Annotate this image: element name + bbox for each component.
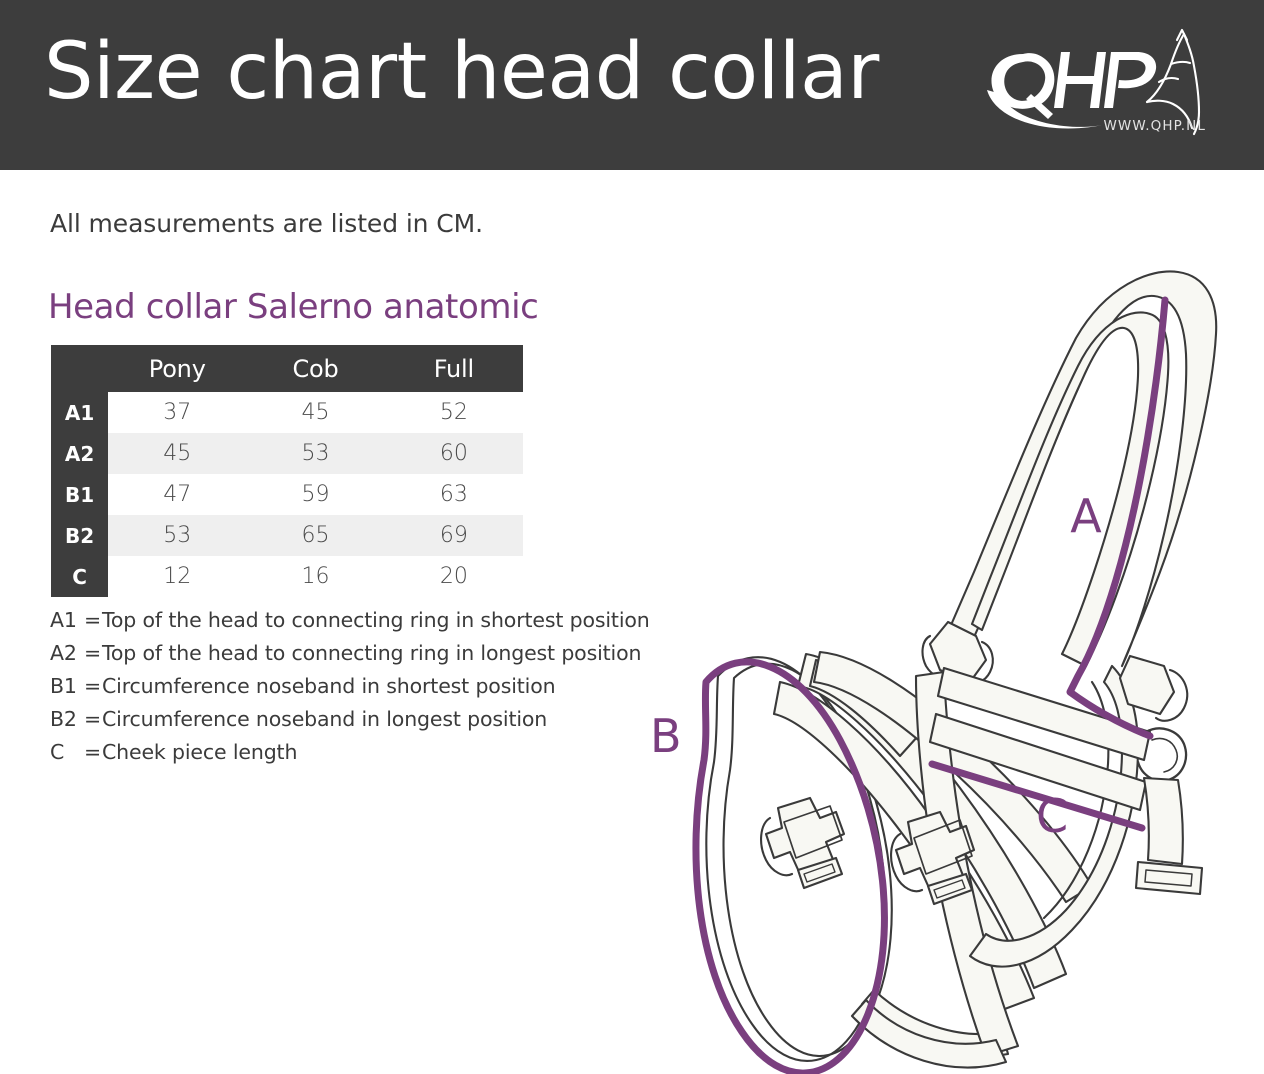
cell-a1-pony: 37 — [108, 392, 247, 433]
cell-b1-pony: 47 — [108, 474, 247, 515]
side-ring-block — [1118, 654, 1176, 716]
legend-item-b1: B1 = Circumference noseband in shortest … — [50, 674, 650, 707]
snap-hook-body — [1142, 776, 1184, 866]
row-header-c: C — [51, 556, 109, 597]
measurement-indicators — [692, 296, 1169, 1074]
cell-a1-full: 52 — [384, 392, 523, 433]
legend-item-a1: A1 = Top of the head to connecting ring … — [50, 608, 650, 641]
legend-key: A1 — [50, 608, 77, 632]
noseband-right-band-upper — [936, 666, 1152, 762]
legend-description: Top of the head to connecting ring in sh… — [102, 608, 650, 632]
table-row: B2 53 65 69 — [51, 515, 523, 556]
diagram-labels: A B C — [650, 489, 1102, 843]
column-header-cob: Cob — [246, 345, 385, 392]
measurement-legend: A1 = Top of the head to connecting ring … — [50, 608, 650, 773]
product-section-title: Head collar Salerno anatomic — [48, 287, 539, 327]
table-header-row: Pony Cob Full — [51, 345, 523, 392]
legend-description: Circumference noseband in shortest posit… — [102, 674, 556, 698]
chin-strap — [850, 998, 1008, 1069]
label-b: B — [650, 709, 682, 763]
head-collar-diagram: A B C — [630, 262, 1264, 1074]
size-chart-table: Pony Cob Full A1 37 45 52 A2 45 53 60 B1… — [51, 345, 523, 597]
cell-b2-pony: 53 — [108, 515, 247, 556]
legend-item-a2: A2 = Top of the head to connecting ring … — [50, 641, 650, 674]
cell-b1-cob: 59 — [246, 474, 385, 515]
cell-c-cob: 16 — [246, 556, 385, 597]
cell-b1-full: 63 — [384, 474, 523, 515]
table-row: B1 47 59 63 — [51, 474, 523, 515]
measure-line-c — [928, 760, 1146, 832]
cell-a2-full: 60 — [384, 433, 523, 474]
cell-a1-cob: 45 — [246, 392, 385, 433]
measure-line-a — [1066, 296, 1169, 740]
column-header-pony: Pony — [108, 345, 247, 392]
brand-website-label: WWW.QHP.NL — [1103, 118, 1206, 134]
row-header-b2: B2 — [51, 515, 109, 556]
legend-equals: = — [84, 608, 102, 632]
legend-equals: = — [84, 707, 102, 731]
legend-key: B2 — [50, 707, 77, 731]
cell-c-pony: 12 — [108, 556, 247, 597]
cell-a2-cob: 53 — [246, 433, 385, 474]
page-header: Size chart head collar — [0, 0, 1264, 170]
legend-equals: = — [84, 674, 102, 698]
legend-description: Top of the head to connecting ring in lo… — [102, 641, 642, 665]
noseband-right-band-lower — [928, 712, 1148, 812]
row-header-b1: B1 — [51, 474, 109, 515]
legend-key: A2 — [50, 641, 77, 665]
connecting-ring-inner — [1151, 737, 1179, 773]
legend-equals: = — [84, 641, 102, 665]
legend-equals: = — [84, 740, 102, 764]
measurement-unit-note: All measurements are listed in CM. — [50, 209, 483, 238]
measure-ellipse-b — [692, 658, 888, 1074]
snap-hook-bar-inner — [1144, 869, 1193, 887]
column-header-full: Full — [384, 345, 523, 392]
legend-item-b2: B2 = Circumference noseband in longest p… — [50, 707, 650, 740]
legend-key: B1 — [50, 674, 77, 698]
row-header-a2: A2 — [51, 433, 109, 474]
legend-description: Cheek piece length — [102, 740, 298, 764]
cell-c-full: 20 — [384, 556, 523, 597]
table-corner-cell — [51, 345, 109, 392]
row-header-a1: A1 — [51, 392, 109, 433]
table-row: A1 37 45 52 — [51, 392, 523, 433]
legend-item-c: C = Cheek piece length — [50, 740, 650, 773]
noseband-buckle-right — [890, 810, 976, 906]
page-title: Size chart head collar — [44, 27, 879, 117]
legend-key: C — [50, 740, 65, 764]
noseband-buckle-left — [760, 796, 846, 890]
legend-description: Circumference noseband in longest positi… — [102, 707, 548, 731]
cell-b2-full: 69 — [384, 515, 523, 556]
cell-b2-cob: 65 — [246, 515, 385, 556]
qhp-logo — [979, 28, 1209, 148]
cell-a2-pony: 45 — [108, 433, 247, 474]
table-row: C 12 16 20 — [51, 556, 523, 597]
label-c: C — [1036, 789, 1068, 843]
label-a: A — [1070, 489, 1102, 543]
table-row: A2 45 53 60 — [51, 433, 523, 474]
side-ring-loop — [1154, 668, 1189, 722]
